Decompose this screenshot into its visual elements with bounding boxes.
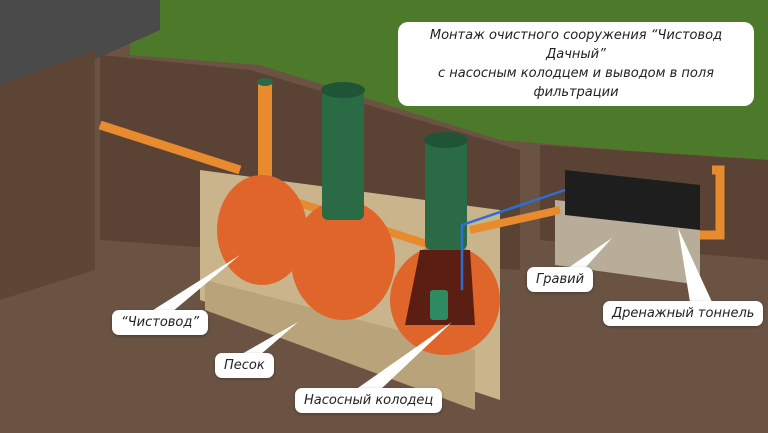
pump-well-cutaway (405, 250, 475, 325)
caption-line-1: Монтаж очистного сооружения “Чистовод Да… (429, 28, 723, 62)
vent-riser (258, 82, 272, 192)
pump-well-neck (425, 140, 467, 250)
label-pump-well: Насосный колодец (295, 388, 443, 413)
tank-2 (291, 200, 395, 320)
label-sand: Песок (215, 353, 274, 378)
pump (430, 290, 448, 320)
pump-well-lid (424, 132, 468, 148)
caption-title: Монтаж очистного сооружения “Чистовод Да… (398, 22, 754, 106)
callout-pointers (150, 228, 712, 390)
brick-wall (0, 0, 160, 85)
vent-pipe (700, 165, 725, 240)
label-chistovod: “Чистовод” (112, 310, 209, 335)
pressure-hose (460, 188, 566, 290)
tank-2-lid (321, 82, 365, 98)
caption-line-2: с насосным колодцем и выводом в поля фил… (438, 66, 714, 100)
label-drain-tunnel: Дренажный тоннель (603, 301, 764, 326)
label-gravel: Гравий (527, 267, 594, 292)
sand-front (205, 280, 475, 410)
drain-tunnel (565, 170, 700, 230)
tank-2-neck (322, 90, 364, 220)
inlet-pipe (98, 120, 242, 175)
riser-cap (257, 78, 273, 86)
tank-1 (217, 175, 307, 285)
foundation-wall (0, 50, 95, 300)
